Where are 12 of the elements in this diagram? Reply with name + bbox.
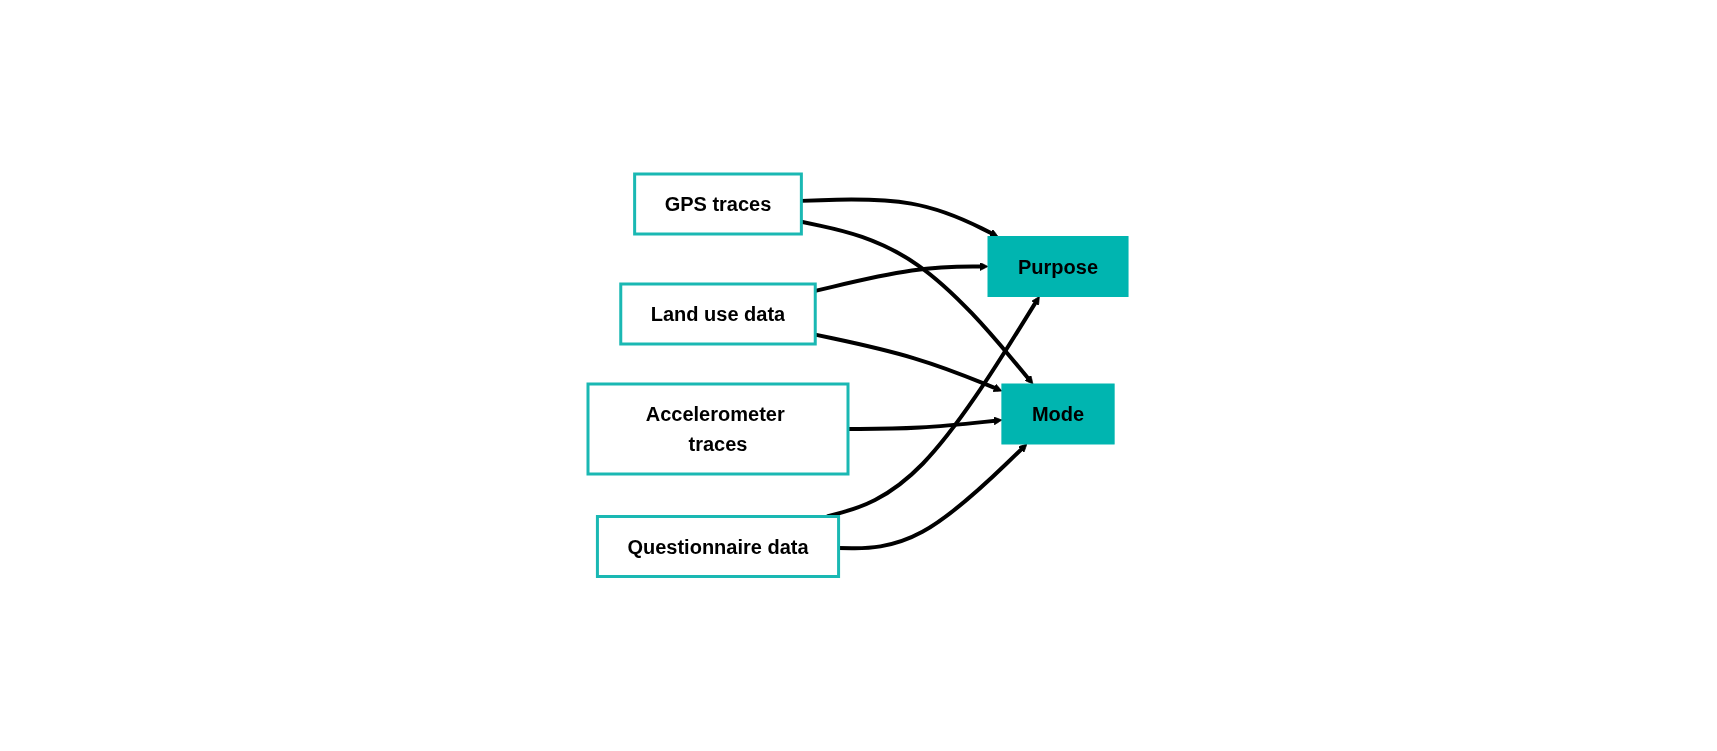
arrow xyxy=(801,197,999,238)
node-box: Purpose xyxy=(988,236,1129,298)
arrow xyxy=(848,416,1003,432)
arrow xyxy=(801,220,1034,385)
node-box: Accelerometer traces xyxy=(587,382,850,476)
arrow xyxy=(815,332,1003,393)
node-box: Questionnaire data xyxy=(596,515,841,579)
node-box: GPS traces xyxy=(633,172,804,236)
arrow xyxy=(815,262,989,294)
arrow xyxy=(839,443,1028,551)
node-box: Mode xyxy=(1001,383,1116,445)
node-box: Land use data xyxy=(619,282,818,346)
